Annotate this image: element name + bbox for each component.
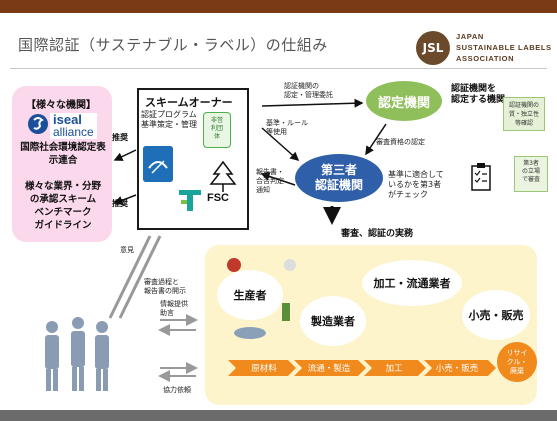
chain-step-processing: 加工	[385, 364, 403, 374]
supply-chain-arrow	[228, 360, 496, 376]
produce-icons	[227, 258, 296, 339]
retail-circle: 小売・販売	[462, 290, 530, 340]
page-title: 国際認証（サステナブル・ラベル）の仕組み	[18, 36, 328, 54]
chain-step-distribution: 流通・製造	[307, 364, 351, 374]
checklist-icon	[471, 163, 491, 191]
iseal-word-1: iseal	[53, 112, 82, 127]
opinion-text: 意見	[120, 246, 134, 254]
chain-step-retail: 小売・販売	[435, 364, 479, 374]
jsl-logo-text: JAPAN SUSTAINABLE LABELS ASSOCIATION	[456, 32, 552, 63]
accreditation-description: 認証機関を 認定する機関	[451, 84, 506, 105]
producer-circle: 生産者	[217, 270, 283, 320]
audit-practice-label: 審査、認証の実務	[341, 229, 414, 239]
various-orgs-title: 【様々な機関】	[26, 100, 96, 111]
cooperation-text: 協力依頼	[163, 386, 191, 394]
accreditation-body-oval: 認定機関	[366, 81, 442, 121]
bottom-bar	[0, 410, 557, 421]
iseal-name: 国際社会環境認定表示連合	[20, 142, 106, 166]
third-party-note: 第3者 の立場 で審査	[514, 156, 548, 192]
fsc-tree-icon	[209, 160, 237, 192]
various-orgs-panel	[12, 86, 112, 242]
scheme-owner-subtitle: 認証プログラム 基準策定・管理	[141, 110, 197, 129]
manufacturer-circle: 製造業者	[300, 296, 366, 346]
accreditation-mgmt-text: 認証機関の 認定・管理委託	[284, 82, 333, 99]
disclosure-text: 審査過程と 報告書の開示	[144, 278, 186, 295]
scheme-owner-title: スキームオーナー	[145, 96, 233, 109]
recycle-circle: リサイ クル・ 廃棄	[497, 342, 537, 382]
info-advice-text: 情報提供 助言	[160, 300, 188, 317]
jsl-logo: JSL	[416, 31, 450, 65]
fsc-logo-text: FSC	[207, 192, 229, 204]
recommend-label-2: 推奨	[112, 199, 128, 208]
header-divider	[10, 68, 547, 69]
processor-circle: 加工・流通業者	[362, 260, 462, 306]
nonprofit-tag: 非営 利団 体	[203, 112, 231, 148]
qualification-text: 審査資格の認定	[376, 138, 425, 146]
top-bar	[0, 0, 557, 13]
iseal-word-2: alliance	[53, 125, 94, 139]
rules-text: 基準・ルール 等使用	[266, 119, 308, 136]
accreditation-note: 認証機関の 質・独立性 等確認	[503, 97, 545, 131]
compliance-check-text: 基準に適合して いるかを第3者 がチェック	[388, 170, 444, 199]
recommend-label-1: 推奨	[112, 133, 128, 142]
iseal-logo-icon	[28, 114, 48, 134]
industries-text: 様々な業界・分野 の承認スキーム ベンチマーク ガイドライン	[24, 181, 101, 231]
iseal-wordmark: iseal alliance	[50, 113, 97, 139]
report-text: 報告書・ 合否判定 通知	[256, 168, 284, 194]
chain-step-raw: 原材料	[251, 364, 277, 374]
msc-label-icon	[143, 146, 173, 182]
stakeholders-icon	[45, 317, 109, 391]
textile-exchange-icon	[179, 190, 201, 211]
third-party-body-oval: 第三者 認証機関	[295, 154, 383, 202]
